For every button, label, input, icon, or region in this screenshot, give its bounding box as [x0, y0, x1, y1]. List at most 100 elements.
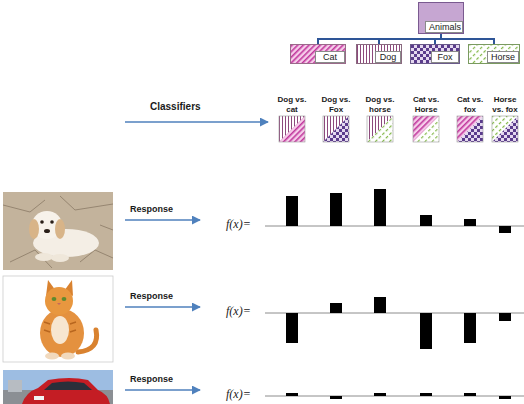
cat-stripes — [44, 322, 76, 332]
function-label: f(x)= — [226, 387, 251, 402]
bar — [330, 303, 342, 313]
icon-frame — [457, 116, 483, 142]
root-category-box: Animals — [418, 2, 464, 34]
node-label: Cat — [315, 51, 345, 63]
dog-ear — [29, 219, 39, 239]
classifier-heading: Horse vs. fox — [489, 95, 522, 114]
cat-eye — [52, 297, 57, 301]
cat-head — [45, 287, 73, 315]
cat-chest — [51, 316, 69, 344]
cat-eye — [62, 297, 67, 301]
response-label: Response — [130, 204, 173, 214]
pattern-fill — [291, 45, 345, 63]
baseline — [265, 313, 524, 314]
bar — [420, 215, 432, 226]
classifier-icons — [279, 116, 518, 142]
response-bars — [265, 189, 524, 399]
class-box: Fox — [410, 44, 460, 64]
function-label: f(x)= — [226, 304, 251, 319]
ground-cracks — [3, 196, 113, 268]
dog-triangle — [367, 116, 393, 142]
car-photo — [3, 370, 113, 404]
response-label: Response — [130, 374, 173, 384]
response-arrow — [125, 306, 200, 308]
classifier-heading: Cat vs. Horse — [410, 95, 443, 114]
response-arrow — [125, 389, 200, 391]
cat-triangle — [413, 116, 439, 142]
cat-body — [40, 309, 84, 357]
bar — [464, 219, 476, 226]
icon-frame — [413, 116, 439, 142]
node-label: Animals — [425, 21, 463, 33]
building — [8, 380, 22, 392]
bar — [286, 196, 298, 226]
tree-connector — [379, 34, 441, 44]
class-box: Dog — [356, 44, 402, 64]
car-body — [22, 378, 110, 404]
dog-nose — [44, 229, 50, 233]
classifier-heading: Dog vs. horse — [364, 95, 397, 114]
icon-frame — [279, 116, 305, 142]
dog-ear — [55, 219, 65, 239]
bar — [499, 226, 511, 233]
dog-paw — [51, 254, 69, 262]
pattern-fill — [411, 45, 459, 63]
cat-photo — [3, 276, 113, 362]
baseline — [265, 226, 524, 227]
node-label: Horse — [487, 51, 519, 63]
tree-connector — [318, 34, 441, 44]
class-box: Cat — [290, 44, 346, 64]
cat-triangle — [457, 116, 483, 142]
bar — [499, 313, 511, 321]
cat-paw — [45, 353, 59, 360]
icon-frame — [323, 116, 349, 142]
bar — [464, 393, 476, 396]
bar — [374, 189, 386, 226]
node-label: Dog — [375, 51, 401, 63]
car-window — [44, 382, 92, 391]
dog-eye — [50, 220, 54, 224]
horse-triangle — [492, 116, 518, 142]
bar — [464, 313, 476, 343]
bar — [286, 313, 298, 343]
response-arrow — [125, 219, 200, 221]
pattern-fill — [469, 45, 519, 63]
function-label: f(x)= — [226, 217, 251, 232]
bar — [330, 396, 342, 399]
ground — [3, 192, 113, 270]
icon-frame — [492, 116, 518, 142]
baseline — [265, 396, 524, 397]
response-label: Response — [130, 291, 173, 301]
photo-frame — [3, 276, 113, 362]
puppy-photo — [3, 192, 113, 270]
classifier-arrow — [125, 121, 268, 123]
bar — [499, 396, 511, 399]
bar — [286, 393, 298, 396]
bar — [420, 393, 432, 396]
section-label: Classifiers — [150, 101, 201, 112]
fox-triangle — [457, 116, 483, 142]
cat-paw — [61, 353, 75, 360]
dog-triangle — [323, 116, 349, 142]
bar — [374, 297, 386, 313]
dog-eye — [40, 220, 44, 224]
fox-triangle — [323, 116, 349, 142]
car-light — [34, 396, 44, 400]
icon-frame — [367, 116, 393, 142]
node-label: Fox — [431, 51, 459, 63]
horse-triangle — [413, 116, 439, 142]
classifier-heading: Dog vs. Fox — [320, 95, 353, 114]
bar — [420, 313, 432, 349]
classifier-heading: Dog vs. cat — [276, 95, 309, 114]
bar — [374, 393, 386, 396]
bar — [330, 193, 342, 226]
class-box: Horse — [468, 44, 520, 64]
cat-nose — [57, 303, 61, 305]
horse-triangle — [367, 116, 393, 142]
cat-triangle — [279, 116, 305, 142]
fox-triangle — [492, 116, 518, 142]
dog-triangle — [279, 116, 305, 142]
tree-connector — [441, 34, 494, 44]
dog-paw — [35, 253, 53, 261]
sky — [3, 370, 113, 404]
